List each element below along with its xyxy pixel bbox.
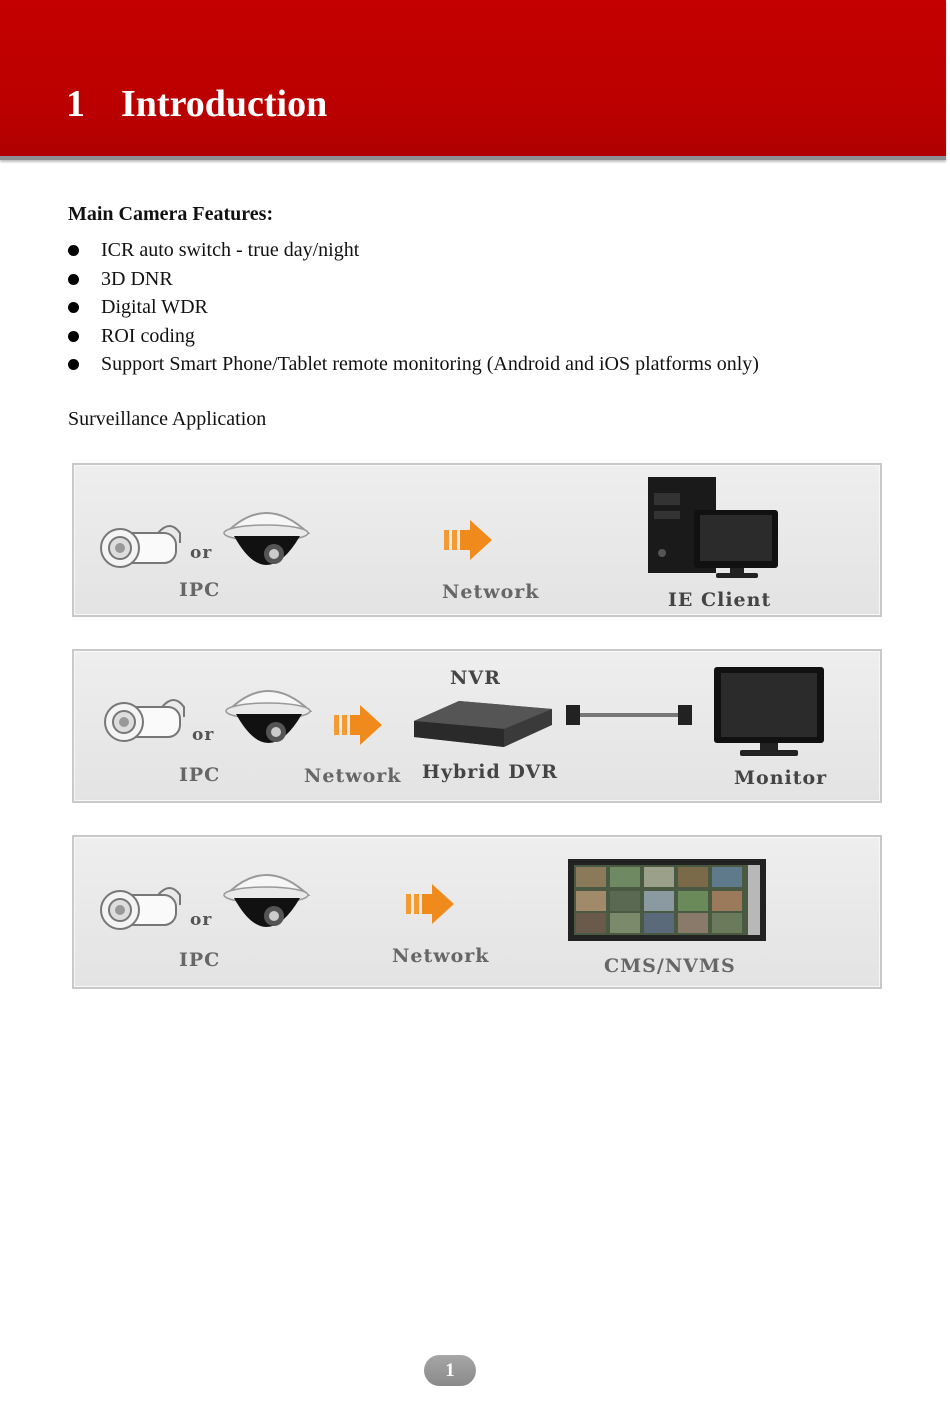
ipc-label: IPC (179, 949, 221, 971)
diagram-cms-nvms-graphic (100, 859, 766, 941)
monitor-icon (694, 510, 778, 578)
feature-text: ROI coding (101, 324, 195, 347)
feature-text: 3D DNR (101, 267, 173, 290)
network-label: Network (304, 765, 402, 787)
hybrid-dvr-label: Hybrid DVR (422, 761, 559, 783)
bullet-icon (68, 245, 79, 256)
bullet-icon (68, 359, 79, 370)
feature-item: Support Smart Phone/Tablet remote monito… (68, 350, 759, 379)
feature-text: Digital WDR (101, 296, 208, 318)
ipc-label: IPC (179, 579, 221, 601)
nvr-device-icon (414, 701, 552, 747)
features-heading: Main Camera Features: (68, 203, 274, 225)
ie-client-label: IE Client (668, 589, 772, 611)
cms-screen-icon (568, 859, 766, 941)
dome-camera-icon (225, 690, 311, 744)
bullet-icon (68, 302, 79, 313)
arrow-icon (334, 705, 382, 745)
cable-icon (566, 705, 692, 725)
chapter-header-band: 1 Introduction (0, 0, 946, 160)
chapter-title: 1 Introduction (66, 82, 327, 126)
nvr-label: NVR (450, 667, 501, 689)
arrow-icon (444, 520, 492, 560)
feature-text: ICR auto switch - true day/night (101, 239, 360, 261)
bullet-camera-icon (104, 699, 185, 742)
diagram-nvr-monitor: or IPC Network NVR Hybrid DVR Monitor (72, 649, 882, 803)
diagram-ie-client: or IPC Network IE Client (72, 463, 882, 617)
page-number-badge: 1 (424, 1355, 476, 1386)
chapter-title-text: Introduction (121, 83, 328, 125)
arrow-icon (406, 884, 454, 924)
feature-text: Support Smart Phone/Tablet remote monito… (101, 353, 759, 375)
feature-list: ICR auto switch - true day/night 3D DNR … (68, 236, 759, 379)
chapter-number: 1 (66, 83, 85, 125)
feature-item: ICR auto switch - true day/night (68, 236, 759, 265)
diagram-cms-nvms: or IPC Network CMS/NVMS (72, 835, 882, 989)
dome-camera-icon (223, 512, 309, 566)
monitor-label: Monitor (734, 767, 828, 789)
network-label: Network (442, 581, 540, 603)
feature-item: Digital WDR (68, 293, 759, 322)
bullet-camera-icon (100, 525, 181, 568)
bullet-icon (68, 273, 79, 285)
diagram-ie-client-graphic (100, 477, 778, 578)
bullet-camera-icon (100, 887, 181, 930)
cms-nvms-label: CMS/NVMS (604, 955, 736, 977)
network-label: Network (392, 945, 490, 967)
monitor-icon (714, 667, 824, 756)
ipc-label: IPC (179, 764, 221, 786)
surveillance-heading: Surveillance Application (68, 408, 267, 430)
bullet-icon (68, 330, 79, 342)
feature-item: 3D DNR (68, 265, 759, 294)
diagram-nvr-monitor-graphic (104, 667, 824, 756)
or-label: or (192, 725, 215, 745)
or-label: or (190, 910, 213, 930)
feature-item: ROI coding (68, 322, 759, 351)
or-label: or (190, 543, 213, 563)
dome-camera-icon (223, 874, 309, 928)
